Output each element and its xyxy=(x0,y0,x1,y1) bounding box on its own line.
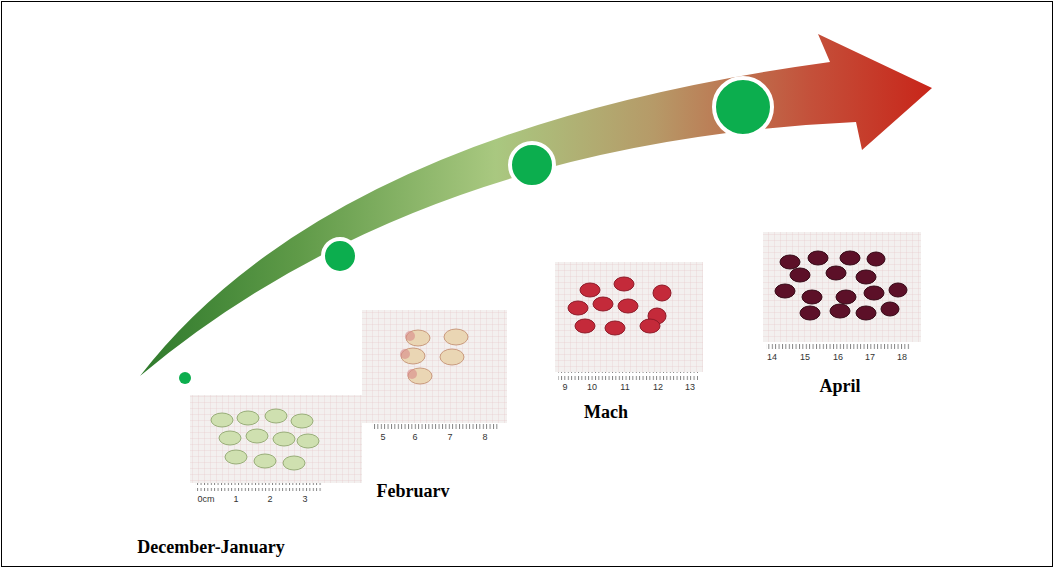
ruler-number: 11 xyxy=(620,383,629,393)
ruler-number: 12 xyxy=(653,383,663,393)
ruler-number: 13 xyxy=(685,383,695,393)
month-label: Mach xyxy=(584,402,628,424)
growth-dot xyxy=(323,239,357,273)
ruler-number: 1 xyxy=(233,495,238,505)
growth-dot xyxy=(510,143,554,187)
time-arrow xyxy=(140,34,932,376)
ruler-number: 5 xyxy=(380,433,385,443)
ruler-number: 3 xyxy=(302,495,307,505)
growth-dot xyxy=(714,78,772,136)
ruler-number: 16 xyxy=(833,353,843,363)
month-label: Februarv xyxy=(377,481,450,503)
bean-photo xyxy=(555,262,703,397)
ruler-number: 8 xyxy=(482,433,487,443)
bean-photo xyxy=(190,395,362,512)
ruler-number: 2 xyxy=(267,495,272,505)
ruler-number: 7 xyxy=(447,433,452,443)
bean-photo xyxy=(763,232,921,368)
month-label: April xyxy=(819,376,860,398)
ruler-number: 15 xyxy=(800,353,810,363)
ruler-number: 9 xyxy=(562,383,567,393)
ruler-number: 17 xyxy=(865,353,875,363)
ruler-number: 14 xyxy=(767,353,777,363)
ruler-number: 6 xyxy=(412,433,417,443)
growth-dot xyxy=(179,372,191,384)
ruler-number: 10 xyxy=(587,383,597,393)
ruler-number: 18 xyxy=(897,353,907,363)
month-label: December-January xyxy=(137,537,284,559)
ruler-number: 0cm xyxy=(197,495,214,505)
bean-photo xyxy=(362,310,507,447)
